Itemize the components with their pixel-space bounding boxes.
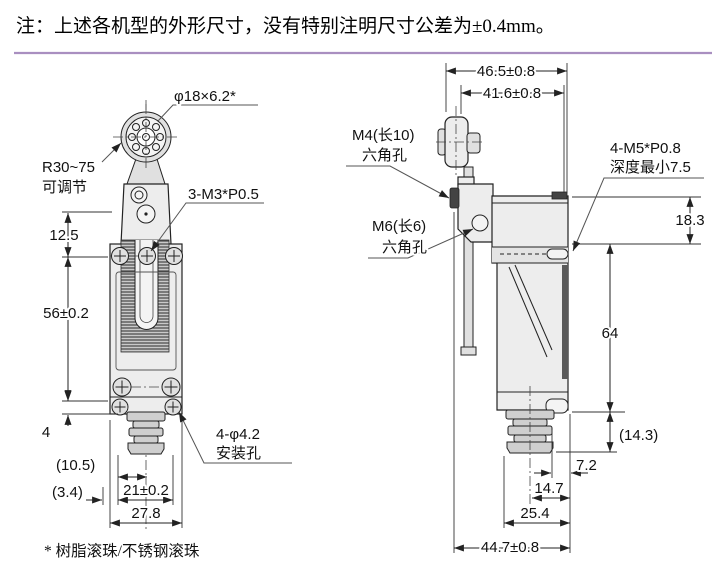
- switch-body-side: [491, 191, 569, 414]
- dim-44-7: 44.7±0.8: [481, 539, 539, 556]
- roller-size-label: φ18×6.2*: [174, 88, 236, 105]
- dim-10-5: (10.5): [56, 457, 95, 474]
- head-side: [449, 176, 494, 243]
- side-dark-strip: [562, 265, 568, 379]
- dim-21: 21±0.2: [123, 482, 169, 499]
- tap-label-line2: 深度最小7.5: [610, 159, 691, 176]
- dim-64: 64: [602, 325, 619, 342]
- front-leader-lines: [101, 104, 292, 464]
- dim-41-6: 41.6±0.8: [483, 85, 541, 102]
- m4-side-plunger: [449, 187, 460, 209]
- dim-4: 4: [42, 424, 50, 441]
- radius-label-line2: 可调节: [42, 179, 87, 196]
- screw-bottom-left: [112, 377, 132, 397]
- side-dimension-lines: [446, 67, 694, 552]
- dim-46-5: 46.5±0.8: [477, 63, 535, 80]
- dim-12-5: 12.5: [49, 227, 78, 244]
- dim-27-8: 27.8: [131, 505, 160, 522]
- radius-label-line1: R30~75: [42, 159, 95, 176]
- side-extension-lines: [445, 63, 701, 553]
- front-dimension-lines: [64, 213, 182, 527]
- footnote-text: * 树脂滚珠/不锈钢滚珠: [44, 542, 200, 560]
- screw-bottom-right: [161, 377, 181, 397]
- dim-25-4: 25.4: [520, 505, 549, 522]
- roller-front: [113, 104, 179, 171]
- head-bearings: [130, 186, 156, 224]
- mounting-hole-left: [111, 398, 129, 416]
- m6-label-line1: M6(长6): [372, 218, 426, 235]
- mounting-hole-right: [164, 398, 182, 416]
- cover-plate-outline: [115, 271, 177, 371]
- side-view-drawing: 46.5±0.8 41.6±0.8 M4(长10) 六角孔 M6(长6) 六角孔…: [346, 61, 707, 558]
- lever-foot: [460, 346, 477, 356]
- m6-hex-hole: [471, 214, 489, 232]
- screw-top-center: [138, 247, 156, 265]
- plunger-bellows-side: [505, 386, 555, 507]
- side-leader-lines: [346, 165, 704, 259]
- screw-top-left: [111, 247, 129, 265]
- tap-label-line1: 4-M5*P0.8: [610, 140, 681, 157]
- plunger-bellows-front: [126, 411, 166, 455]
- dim-7-2: 7.2: [576, 457, 597, 474]
- switch-body-front: [109, 239, 183, 416]
- mount-hole-label-line1: 4-φ4.2: [216, 426, 260, 443]
- m4-label-line2: 六角孔: [362, 147, 407, 164]
- roller-lever: [120, 155, 172, 245]
- dim-14-7: 14.7: [534, 480, 563, 497]
- dim-18-3: 18.3: [675, 212, 704, 229]
- m6-label-line2: 六角孔: [382, 239, 427, 256]
- dim-14-3: (14.3): [619, 427, 658, 444]
- m4-label-line1: M4(长10): [352, 127, 415, 144]
- terminal-cap: [551, 191, 568, 200]
- front-view-drawing: φ18×6.2* R30~75 可调节 3-M3*P0.5 4-φ4.2 安装孔…: [40, 86, 292, 560]
- dim-56: 56±0.2: [43, 305, 89, 322]
- mount-hole-label-line2: 安装孔: [216, 445, 261, 462]
- dim-3-4: (3.4): [52, 484, 83, 501]
- screw-top-right: [165, 247, 183, 265]
- head-screw-label: 3-M3*P0.5: [188, 186, 259, 203]
- roller-side: [436, 106, 482, 177]
- tolerance-note: 注：上述各机型的外形尺寸，没有特别注明尺寸公差为±0.4mm。: [16, 15, 555, 37]
- side-screw-upper: [546, 248, 569, 260]
